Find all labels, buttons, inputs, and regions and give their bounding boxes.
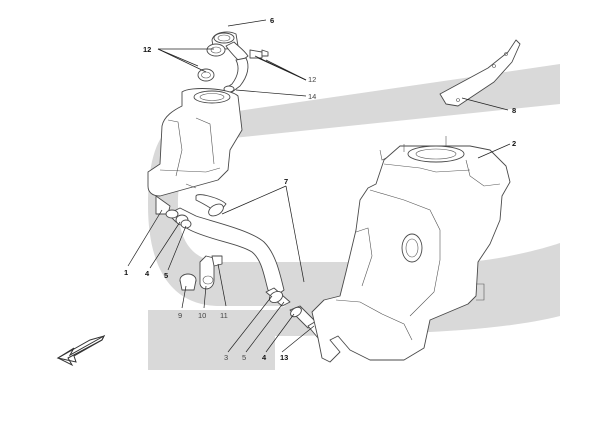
- callout-3: 3: [224, 353, 228, 362]
- callout-11: 11: [220, 311, 228, 320]
- callout-labels: 6 12 12 14 8 2 7 1 4 5 9 10 11 3 5 4 13: [124, 16, 516, 362]
- callout-7: 7: [284, 177, 288, 186]
- leader-lines: [127, 19, 511, 353]
- callout-9: 9: [178, 311, 182, 320]
- right-fuel-tank-part: [311, 136, 511, 363]
- callout-8: 8: [512, 106, 516, 115]
- callout-5-bottom: 5: [242, 353, 246, 362]
- callout-12-left: 12: [143, 45, 151, 54]
- callout-14: 14: [308, 92, 316, 101]
- callout-2: 2: [512, 139, 516, 148]
- vent-hose-part: [223, 57, 249, 93]
- left-fuel-tank-part: [147, 88, 243, 217]
- clamp-bracket-parts: [179, 255, 223, 291]
- callout-12-right: 12: [308, 75, 316, 84]
- callout-13: 13: [280, 353, 288, 362]
- callout-1: 1: [124, 268, 128, 277]
- direction-arrow-icon: [56, 334, 106, 367]
- hose-clamp-parts: [197, 43, 269, 82]
- callout-4-left: 4: [145, 269, 150, 278]
- callout-6: 6: [270, 16, 274, 25]
- callout-4-bottom: 4: [262, 353, 267, 362]
- filler-cap-part: [211, 31, 249, 63]
- callout-5-left: 5: [164, 271, 168, 280]
- callout-10: 10: [198, 311, 206, 320]
- bracket-plate-part: [439, 39, 521, 107]
